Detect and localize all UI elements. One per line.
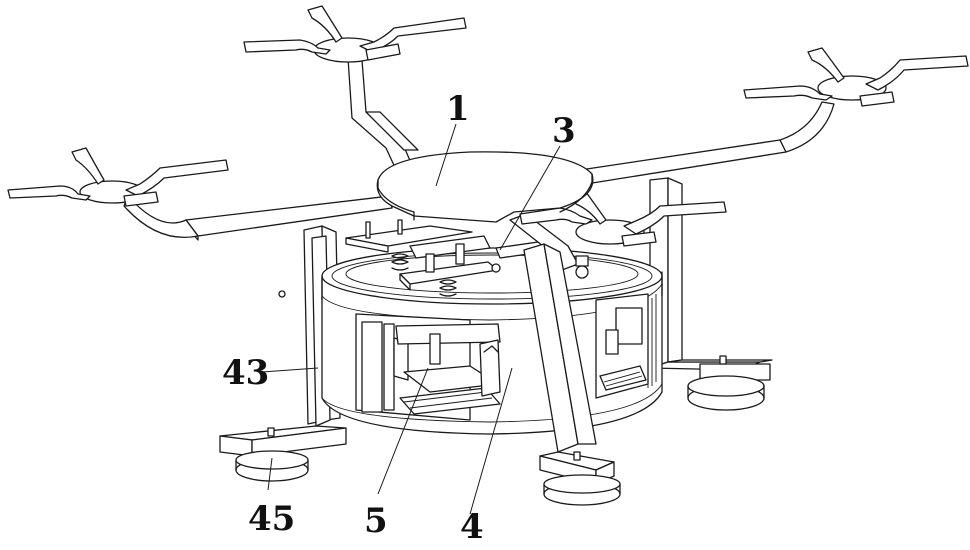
rotor-right: [744, 48, 968, 106]
arm-right: [580, 102, 834, 184]
callout-1: 1: [446, 89, 470, 129]
central-hub-body: [377, 152, 593, 222]
callout-5: 5: [364, 501, 388, 541]
callout-43: 43: [222, 353, 269, 393]
rotor-back-left: [244, 6, 466, 62]
callout-3: 3: [552, 111, 576, 151]
rotor-left: [8, 148, 228, 206]
arm-back-left: [348, 58, 418, 174]
arm-left: [124, 196, 392, 240]
turntable-platform: [322, 248, 662, 304]
callout-45: 45: [248, 499, 295, 539]
callout-4: 4: [460, 507, 484, 547]
